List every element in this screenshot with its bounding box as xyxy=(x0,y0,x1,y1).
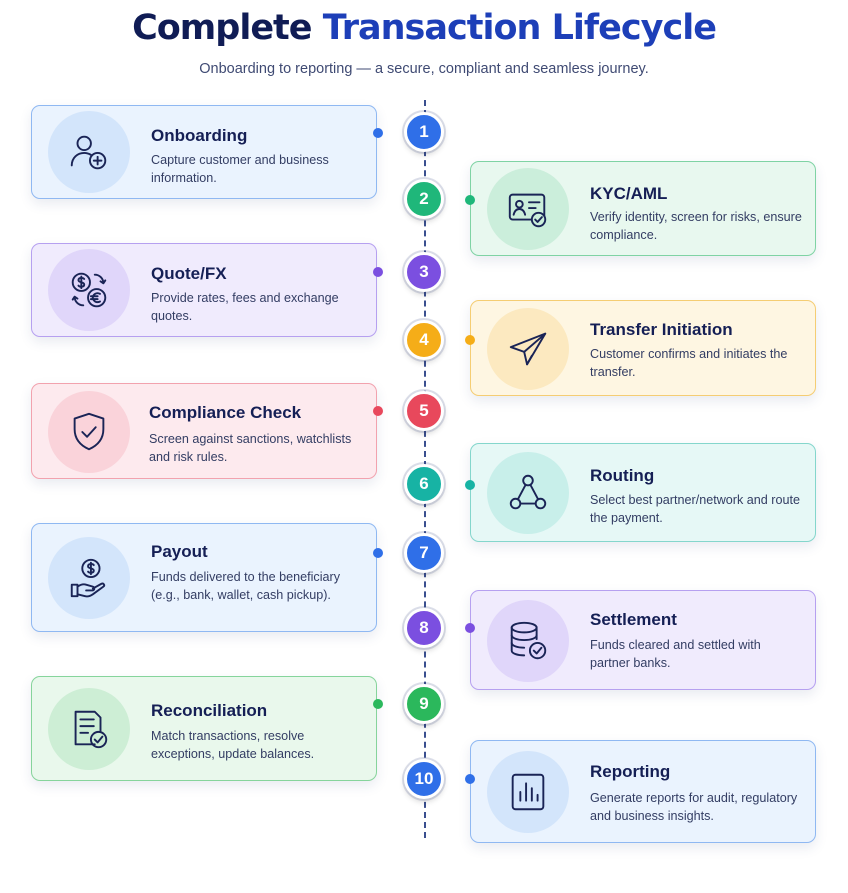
currency-exchange-icon xyxy=(48,249,130,331)
page-title: Complete Transaction Lifecycle xyxy=(0,8,848,48)
step-description: Match transactions, resolve exceptions, … xyxy=(151,729,315,761)
step-description: Screen against sanctions, watchlists and… xyxy=(149,432,352,464)
step-number-badge: 10 xyxy=(404,759,444,799)
step-title: Quote/FX xyxy=(151,264,227,283)
step-number-badge: 1 xyxy=(404,112,444,152)
network-icon xyxy=(487,452,569,534)
user-add-icon xyxy=(48,111,130,193)
step-description: Funds cleared and settled with partner b… xyxy=(590,638,761,670)
step-description: Capture customer and business informatio… xyxy=(151,153,329,185)
step-title: Routing xyxy=(590,466,655,485)
step-description: Funds delivered to the beneficiary (e.g.… xyxy=(151,570,341,602)
step-card-compliance-check: Compliance Check Screen against sanction… xyxy=(31,383,377,479)
shield-check-icon xyxy=(48,391,130,473)
step-number-badge: 8 xyxy=(404,608,444,648)
step-number-badge: 3 xyxy=(404,252,444,292)
step-card-payout: Payout Funds delivered to the beneficiar… xyxy=(31,523,377,632)
connector-dot xyxy=(373,699,383,709)
step-title: Payout xyxy=(151,542,208,561)
step-description: Provide rates, fees and exchange quotes. xyxy=(151,291,339,323)
step-title: Onboarding xyxy=(151,126,248,145)
database-check-icon xyxy=(487,600,569,682)
connector-dot xyxy=(465,335,475,345)
step-card-reconciliation: Reconciliation Match transactions, resol… xyxy=(31,676,377,781)
step-card-transfer-initiation: Transfer Initiation Customer confirms an… xyxy=(470,300,816,396)
step-card-quote-fx: Quote/FX Provide rates, fees and exchang… xyxy=(31,243,377,337)
hand-coin-icon xyxy=(48,537,130,619)
bar-chart-icon xyxy=(487,751,569,833)
step-description: Select best partner/network and route th… xyxy=(590,493,801,525)
step-card-reporting: Reporting Generate reports for audit, re… xyxy=(470,740,816,843)
connector-dot xyxy=(465,774,475,784)
id-check-icon xyxy=(487,168,569,250)
document-check-icon xyxy=(48,688,130,770)
step-card-onboarding: Onboarding Capture customer and business… xyxy=(31,105,377,199)
step-number-badge: 2 xyxy=(404,179,444,219)
step-card-routing: Routing Select best partner/network and … xyxy=(470,443,816,542)
step-title: KYC/AML xyxy=(590,184,668,203)
connector-dot xyxy=(373,128,383,138)
paper-plane-icon xyxy=(487,308,569,390)
step-number-badge: 5 xyxy=(404,391,444,431)
step-title: Transfer Initiation xyxy=(590,320,733,339)
step-card-kyc-aml: KYC/AML Verify identity, screen for risk… xyxy=(470,161,816,256)
connector-dot xyxy=(373,548,383,558)
connector-dot xyxy=(373,406,383,416)
step-number-badge: 7 xyxy=(404,533,444,573)
title-accent: Transaction Lifecycle xyxy=(322,8,717,48)
connector-dot xyxy=(465,195,475,205)
step-number-badge: 6 xyxy=(404,464,444,504)
step-title: Reporting xyxy=(590,762,671,781)
step-description: Customer confirms and initiates the tran… xyxy=(590,347,788,379)
connector-dot xyxy=(465,480,475,490)
step-title: Settlement xyxy=(590,610,677,629)
step-title: Reconciliation xyxy=(151,701,268,720)
step-card-settlement: Settlement Funds cleared and settled wit… xyxy=(470,590,816,690)
page-subtitle: Onboarding to reporting — a secure, comp… xyxy=(199,61,649,77)
step-description: Verify identity, screen for risks, ensur… xyxy=(590,210,802,242)
step-description: Generate reports for audit, regulatory a… xyxy=(590,791,798,823)
connector-dot xyxy=(465,623,475,633)
step-title: Compliance Check xyxy=(149,403,302,422)
step-number-badge: 4 xyxy=(404,320,444,360)
connector-dot xyxy=(373,267,383,277)
title-main: Complete xyxy=(132,8,312,48)
step-number-badge: 9 xyxy=(404,684,444,724)
